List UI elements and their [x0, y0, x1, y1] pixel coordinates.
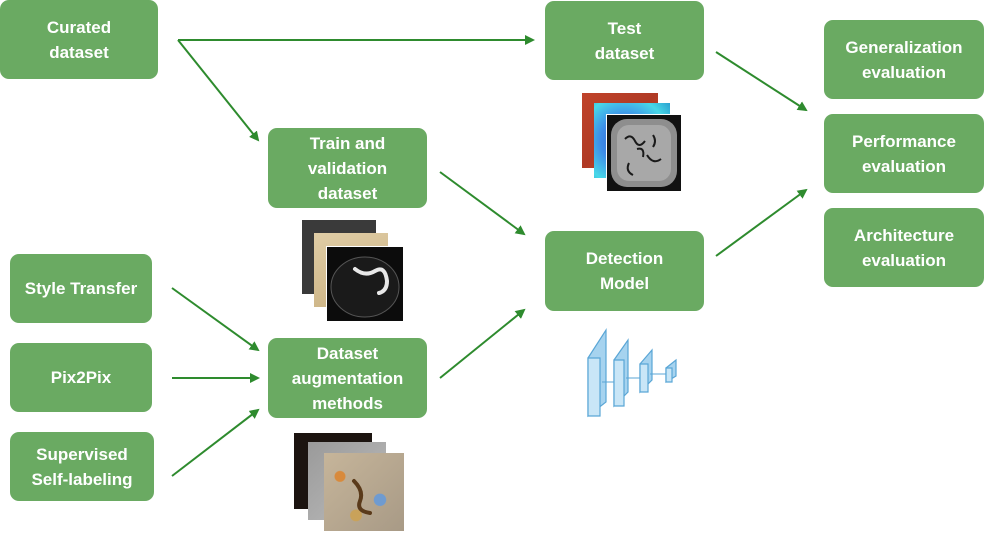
pix2pix-label: Pix2Pix [50, 368, 112, 387]
arrow-augmentation-to-detection [439, 308, 526, 379]
architecture-evaluation-box: Architecture evaluation [824, 208, 984, 287]
curated-dataset-label: Curated dataset [46, 17, 112, 62]
supervised-self-labeling-label: Supervised Self-labeling [31, 444, 133, 489]
curated-dataset-box: Curated dataset [0, 0, 158, 79]
arrow-test-to-evaluation [715, 51, 808, 112]
augmented-worm-graphic [352, 479, 372, 515]
texture-augmented-image-tile [324, 453, 404, 531]
detection-model-label: Detection Model [585, 249, 664, 293]
train-validation-dataset-label: Train and validation dataset [307, 133, 388, 203]
dark-plate-image-tile [326, 246, 404, 322]
cnn-architecture-icon [587, 327, 677, 418]
style-transfer-label: Style Transfer [24, 279, 138, 298]
detection-model-box: Detection Model [545, 231, 704, 311]
train-validation-dataset-box: Train and validation dataset [268, 128, 427, 208]
plate-worms-graphic [611, 119, 677, 187]
generalization-evaluation-label: Generalization evaluation [845, 37, 963, 82]
style-transfer-box: Style Transfer [10, 254, 152, 323]
architecture-evaluation-label: Architecture evaluation [853, 225, 955, 270]
performance-evaluation-label: Performance evaluation [852, 131, 956, 176]
arrow-detection-to-evaluation [715, 188, 808, 257]
worm-image-stack-icon [302, 220, 406, 322]
arrow-train-to-detection [439, 171, 526, 236]
test-dataset-label: Test dataset [594, 18, 655, 63]
test-dataset-box: Test dataset [545, 1, 704, 80]
microscopy-image-stack-icon [582, 93, 692, 193]
pix2pix-box: Pix2Pix [10, 343, 152, 412]
performance-evaluation-box: Performance evaluation [824, 114, 984, 193]
arrow-self-labeling-to-augmentation [171, 408, 260, 477]
generalization-evaluation-box: Generalization evaluation [824, 20, 984, 99]
augmented-image-stack-icon [294, 433, 406, 531]
supervised-self-labeling-box: Supervised Self-labeling [10, 432, 154, 501]
arrow-style-transfer-to-augmentation [171, 287, 260, 352]
grayscale-plate-image-tile [606, 114, 682, 192]
single-worm-graphic [330, 256, 400, 318]
arrow-curated-to-train [177, 39, 260, 142]
dataset-augmentation-label: Dataset augmentation methods [291, 343, 404, 413]
dataset-augmentation-box: Dataset augmentation methods [268, 338, 427, 418]
